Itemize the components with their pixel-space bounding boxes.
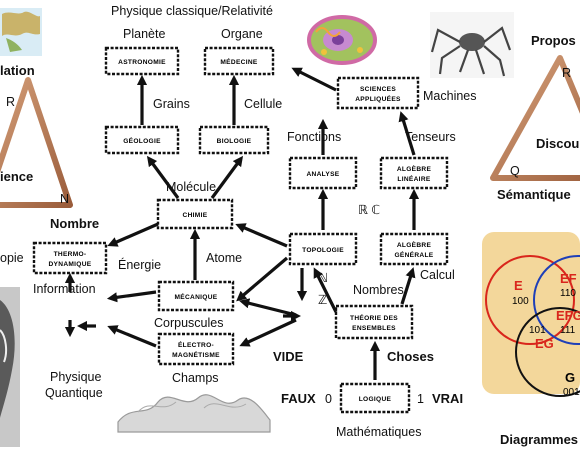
label-choses: Choses <box>387 349 434 364</box>
box-analyse: ANALYSE <box>288 156 358 190</box>
arrows <box>64 67 420 380</box>
label-n: ℕ <box>318 271 328 285</box>
world-map-image <box>0 8 42 56</box>
box-chimie: CHIMIE <box>156 198 234 230</box>
box-mecanique-label: MÉCANIQUE <box>175 292 218 301</box>
box-logique-label: LOGIQUE <box>359 396 392 403</box>
molecular-structure-image <box>117 394 271 433</box>
left-triangle-center: ience <box>0 169 33 184</box>
venn-g-code: 001 <box>563 387 580 398</box>
label-cellule: Cellule <box>244 97 282 111</box>
box-sciences-appliquees-line1: SCIENCES <box>360 86 396 93</box>
venn-caption: Diagrammes <box>500 432 578 447</box>
venn-diagram <box>482 232 580 397</box>
right-triangle-vertex-q: Q <box>510 164 520 178</box>
right-triangle-vertex-r: R <box>562 66 571 80</box>
box-logique: LOGIQUE <box>339 382 411 414</box>
left-triangle <box>0 77 73 208</box>
label-organe: Organe <box>221 27 263 41</box>
label-vrai: VRAI <box>432 391 463 406</box>
label-mathematiques: Mathématiques <box>336 425 421 439</box>
label-un: 1 <box>417 392 424 406</box>
label-nombres: Nombres <box>353 283 404 297</box>
box-algebre-lineaire-line2: LINÉAIRE <box>397 174 430 183</box>
label-zero: 0 <box>325 392 332 406</box>
box-algebre-generale: ALGÈBRE GÉNÉRALE <box>379 232 449 266</box>
box-astronomie-label: ASTRONOMIE <box>118 59 166 66</box>
label-champs: Champs <box>172 371 219 385</box>
label-z: ℤ <box>318 293 328 307</box>
box-theorie-ensembles-line1: THÉORIE DES <box>350 313 398 322</box>
label-rc: ℝ ℂ <box>358 203 380 217</box>
box-theorie-ensembles: THÉORIE DES ENSEMBLES <box>334 304 414 340</box>
venn-ef-label: EF <box>560 271 577 286</box>
right-triangle <box>490 55 580 181</box>
box-medecine-label: MÉDECINE <box>220 57 258 66</box>
label-tenseurs: Tenseurs <box>405 130 456 144</box>
venn-efg-label: EFG <box>556 308 580 323</box>
page-title: Physique classique/Relativité <box>111 4 273 18</box>
box-thermodynamique-line2: DYNAMIQUE <box>49 261 92 268</box>
left-triangle-vertex-n: N <box>60 192 69 206</box>
box-sciences-appliquees: SCIENCES APPLIQUÉES <box>336 76 420 110</box>
venn-g-label: G <box>565 370 575 385</box>
label-planete: Planète <box>123 27 165 41</box>
venn-eg-code: 101 <box>529 325 546 336</box>
left-triangle-bottom: Nombre <box>50 216 99 231</box>
label-molecule: Molécule <box>166 180 216 194</box>
box-thermodynamique-line1: THERMO- <box>54 251 87 258</box>
portrait-image <box>0 287 20 447</box>
venn-efg-code: 111 <box>560 325 576 336</box>
left-triangle-caption: lation <box>0 63 35 78</box>
right-triangle-caption: Propos <box>531 33 576 48</box>
label-corpuscules: Corpuscules <box>154 316 223 330</box>
box-electromagnetisme: ÉLECTRO- MAGNÉTISME <box>157 332 235 366</box>
box-thermodynamique: THERMO- DYNAMIQUE <box>32 241 108 275</box>
box-algebre-lineaire: ALGÈBRE LINÉAIRE <box>379 156 449 190</box>
box-topologie: TOPOLOGIE <box>288 232 358 266</box>
venn-e-label: E <box>514 278 523 293</box>
left-triangle-side: opie <box>0 251 24 265</box>
label-machines: Machines <box>423 89 477 103</box>
label-atome: Atome <box>206 251 242 265</box>
label-faux: FAUX <box>281 391 316 406</box>
box-geologie: GÉOLOGIE <box>104 125 180 155</box>
box-biologie: BIOLOGIE <box>198 125 270 155</box>
box-algebre-generale-line1: ALGÈBRE <box>397 240 432 249</box>
right-triangle-center: Discou <box>536 136 579 151</box>
label-fonctions: Fonctions <box>287 130 341 144</box>
label-vide: VIDE <box>273 349 304 364</box>
label-information: Information <box>33 282 96 296</box>
box-topologie-label: TOPOLOGIE <box>302 247 344 254</box>
label-calcul: Calcul <box>420 268 455 282</box>
label-physique: Physique <box>50 370 101 384</box>
box-mecanique: MÉCANIQUE <box>157 280 235 312</box>
box-analyse-label: ANALYSE <box>306 171 339 178</box>
box-theorie-ensembles-line2: ENSEMBLES <box>352 325 396 332</box>
left-triangle-vertex-r: R <box>6 95 15 109</box>
box-medecine: MÉDECINE <box>203 46 275 76</box>
box-algebre-generale-line2: GÉNÉRALE <box>394 250 433 259</box>
venn-e-code: 100 <box>512 296 529 307</box>
label-energie: Énergie <box>118 257 161 272</box>
box-geologie-label: GÉOLOGIE <box>123 136 161 145</box>
box-algebre-lineaire-line1: ALGÈBRE <box>397 164 432 173</box>
box-sciences-appliquees-line2: APPLIQUÉES <box>355 94 401 103</box>
box-astronomie: ASTRONOMIE <box>104 46 180 76</box>
cell-image <box>307 15 377 65</box>
box-electromagnetisme-line2: MAGNÉTISME <box>172 350 220 359</box>
right-triangle-bottom: Sémantique <box>497 187 571 202</box>
box-chimie-label: CHIMIE <box>183 212 208 219</box>
robot-image <box>430 12 514 78</box>
venn-ef-code: 110 <box>560 288 576 299</box>
box-electromagnetisme-line1: ÉLECTRO- <box>178 340 214 349</box>
venn-eg-label: EG <box>535 336 554 351</box>
label-quantique: Quantique <box>45 386 103 400</box>
label-grains: Grains <box>153 97 190 111</box>
box-biologie-label: BIOLOGIE <box>217 138 252 145</box>
